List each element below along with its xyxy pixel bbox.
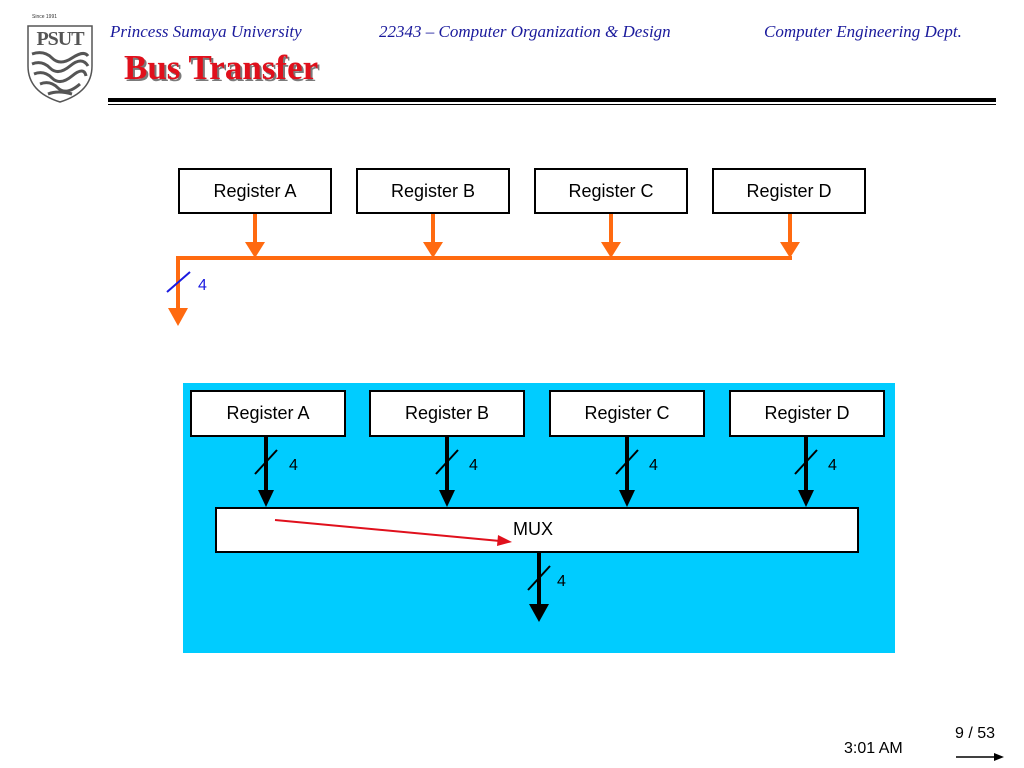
mux-input-a-arrowhead (258, 490, 274, 507)
mux-output-slash (527, 565, 551, 591)
mux-register-c: Register C (549, 390, 705, 437)
bus-register-b: Register B (356, 168, 510, 214)
bus-tap-b-arrowhead (423, 242, 443, 258)
psut-logo: Since 1991 PSUT (22, 14, 98, 104)
mux-input-a-width-label: 4 (289, 457, 298, 474)
mux-input-d-width-label: 4 (828, 457, 837, 474)
mux-input-d-slash (794, 449, 818, 475)
mux-register-d: Register D (729, 390, 885, 437)
bus-register-a: Register A (178, 168, 332, 214)
bus-width-slash (166, 271, 191, 293)
clock-time: 3:01 AM (844, 740, 903, 757)
mux-select-arrowhead (497, 535, 512, 546)
bus-width-label: 4 (198, 277, 207, 294)
bus-tap-a-arrowhead (245, 242, 265, 258)
mux-input-d-arrowhead (798, 490, 814, 507)
bus-register-c: Register C (534, 168, 688, 214)
mux-register-b: Register B (369, 390, 525, 437)
mux-input-c-arrowhead (619, 490, 635, 507)
mux-input-b-width-label: 4 (469, 457, 478, 474)
logo-text: PSUT (36, 28, 84, 50)
mux-input-b-slash (435, 449, 459, 475)
mux-output-arrowhead (529, 604, 549, 622)
page-number: 9 / 53 (955, 725, 996, 742)
next-slide-arrow-icon[interactable] (954, 750, 1006, 764)
mux-input-b-arrowhead (439, 490, 455, 507)
header-department: Computer Engineering Dept. (764, 22, 962, 41)
logo-shield-icon (27, 25, 93, 103)
bus-register-d: Register D (712, 168, 866, 214)
bus-output-arrowhead (168, 308, 188, 326)
mux-input-c-width-label: 4 (649, 457, 658, 474)
logo-since-text: Since 1991 (32, 14, 58, 20)
mux-select-arrow-line (274, 519, 501, 542)
header-rule-thin (108, 104, 996, 105)
header-rule-thick (108, 98, 996, 102)
bus-tap-c-arrowhead (601, 242, 621, 258)
header-university: Princess Sumaya University (110, 22, 302, 41)
slide-title: Bus Transfer (124, 48, 319, 87)
mux-box (215, 507, 859, 553)
mux-output-width-label: 4 (557, 573, 566, 590)
mux-register-a: Register A (190, 390, 346, 437)
bus-tap-d-arrowhead (780, 242, 800, 258)
mux-label: MUX (513, 519, 553, 539)
mux-input-c-slash (615, 449, 639, 475)
header-course: 22343 – Computer Organization & Design (379, 22, 671, 41)
mux-input-a-slash (254, 449, 278, 475)
